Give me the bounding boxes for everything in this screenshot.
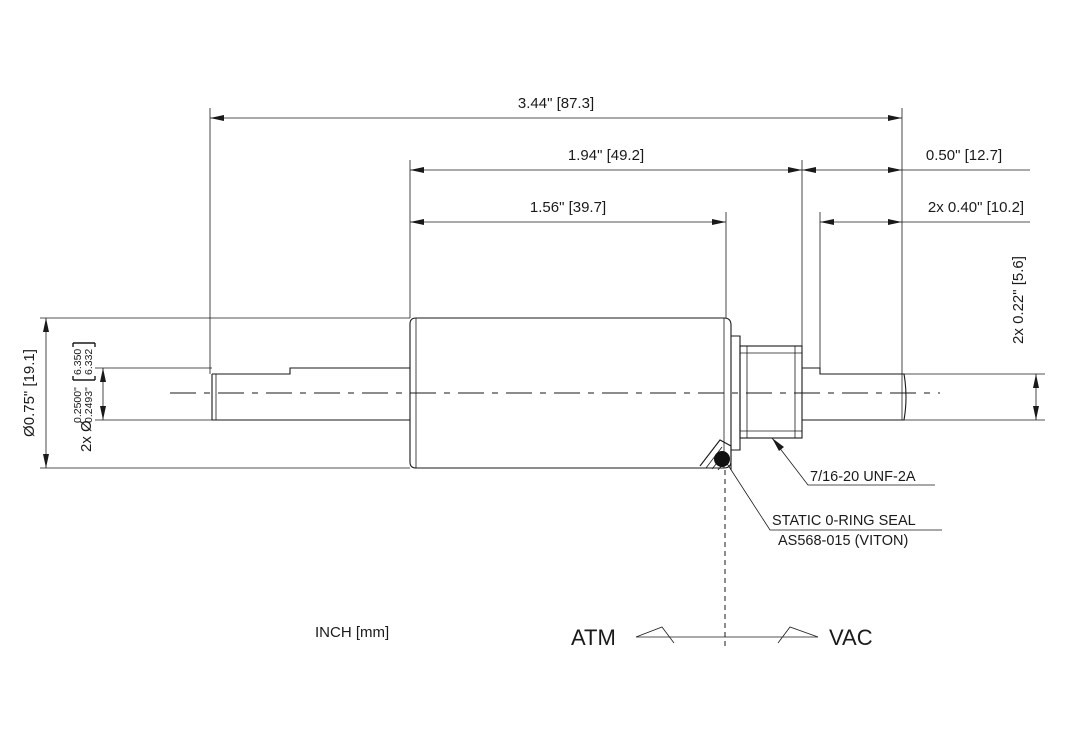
shaft-length-label: 2x 0.40" [10.2] [928,199,1024,216]
shaft-diameter-label: 2x Ø 0.2500" 0.2493" 6.350 6.332 [72,342,96,452]
shaft-radius-label: 2x 0.22" [5.6] [1010,256,1027,344]
left-shaft [211,367,410,421]
part-outline [170,317,940,471]
seal-spec-line1: STATIC 0-RING SEAL [772,513,916,529]
vac-arrow-icon [777,626,819,644]
atm-arrow-icon [635,626,675,644]
thread-length-label: 0.50" [12.7] [926,147,1002,164]
thread-spec-label: 7/16-20 UNF-2A [810,469,916,485]
vac-side-label: VAC [829,625,873,650]
shaft-diameter-lower-mm: 6.332 [83,349,95,375]
seal-spec-line2: AS568-015 (VITON) [778,533,908,549]
main-body [409,317,732,469]
shaft-diameter-lower-in: 0.2493" [83,387,95,423]
overall-length-label: 3.44" [87.3] [518,95,594,112]
units-label: INCH [mm] [315,624,389,641]
body-diameter-label: Ø0.75" [19.1] [21,349,38,437]
thread-section [731,335,803,451]
callouts: 7/16-20 UNF-2A STATIC 0-RING SEAL AS568-… [315,437,942,650]
right-shaft [802,367,907,421]
shaft-diameter-upper-in: 0.2500" [72,387,84,423]
shaft-diameter-prefix: 2x Ø [78,420,95,452]
o-ring-icon [714,451,730,467]
pressure-side-indicator: ATM VAC [571,625,873,650]
atm-side-label: ATM [571,625,616,650]
extension-lines [40,108,1045,469]
dimension-labels: 3.44" [87.3] 1.94" [49.2] 0.50" [12.7] 1… [21,95,1027,452]
o-ring-seal [699,439,732,471]
dimension-lines [43,115,1039,468]
shaft-diameter-upper-mm: 6.350 [72,349,84,375]
body-to-end-label: 1.94" [49.2] [568,147,644,164]
body-length-label: 1.56" [39.7] [530,199,606,216]
